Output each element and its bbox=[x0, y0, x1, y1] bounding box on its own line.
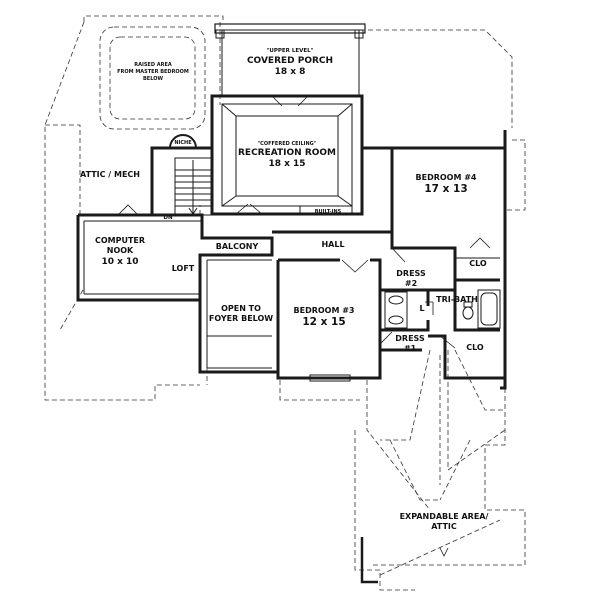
built-ins-label: BUILT-INS bbox=[315, 209, 342, 215]
attic-label: ATTIC bbox=[431, 522, 457, 531]
raised-area-label-1: RAISED AREA bbox=[134, 62, 172, 68]
balcony-label: BALCONY bbox=[216, 242, 259, 251]
expandable-attic bbox=[360, 519, 501, 584]
recreation-room-label: RECREATION ROOM bbox=[238, 148, 336, 158]
bedroom3-label: BEDROOM #3 bbox=[294, 306, 355, 315]
niche-label: NICHE bbox=[174, 140, 192, 146]
raised-area: RAISED AREA FROM MASTER BEDROOM BELOW bbox=[99, 26, 206, 130]
raised-area-label-3: BELOW bbox=[143, 76, 163, 82]
expandable-area-label: EXPANDABLE AREA/ bbox=[400, 512, 489, 521]
loft-label: LOFT bbox=[172, 264, 195, 273]
tri-bath-label: TRI-BATH bbox=[436, 295, 478, 304]
covered-porch: "UPPER LEVEL" COVERED PORCH 18 x 8 bbox=[214, 23, 366, 97]
dn-label: DN bbox=[163, 215, 173, 221]
dress2-number: #2 bbox=[405, 279, 417, 288]
stairs: NICHE DN bbox=[150, 134, 213, 221]
dress1-label: DRESS bbox=[395, 334, 425, 343]
hall-label: HALL bbox=[321, 240, 344, 249]
dress2-label: DRESS bbox=[396, 269, 426, 278]
attic-mech-label: ATTIC / MECH bbox=[80, 170, 140, 179]
recreation-room: "COFFERED CEILING" RECREATION ROOM 18 x … bbox=[210, 94, 364, 216]
linen-label: L bbox=[419, 304, 424, 313]
computer-nook-label: COMPUTER bbox=[95, 236, 145, 245]
computer-nook-label-2: NOOK bbox=[107, 246, 134, 255]
computer-nook-size: 10 x 10 bbox=[101, 257, 138, 267]
foyer-below-label: FOYER BELOW bbox=[209, 314, 273, 323]
room-labels: COMPUTER NOOK 10 x 10 BALCONY HALL LOFT … bbox=[95, 173, 489, 531]
clo-top-label: CLO bbox=[469, 259, 487, 268]
main-walls bbox=[76, 130, 507, 390]
clo-bottom-label: CLO bbox=[466, 343, 484, 352]
upper-level-label: "UPPER LEVEL" bbox=[267, 48, 314, 54]
raised-area-label-2: FROM MASTER BEDROOM bbox=[117, 69, 189, 75]
open-to-label: OPEN TO bbox=[221, 304, 261, 313]
coffered-ceiling-label: "COFFERED CEILING" bbox=[258, 141, 317, 147]
bedroom4-size: 17 x 13 bbox=[424, 183, 467, 195]
covered-porch-size: 18 x 8 bbox=[275, 67, 306, 77]
bedroom4-label: BEDROOM #4 bbox=[416, 173, 477, 182]
dress1-number: #1 bbox=[404, 344, 417, 353]
covered-porch-label: COVERED PORCH bbox=[247, 56, 333, 66]
roof-outlines bbox=[44, 15, 526, 591]
bedroom3-size: 12 x 15 bbox=[302, 316, 345, 328]
recreation-room-size: 18 x 15 bbox=[268, 159, 305, 169]
